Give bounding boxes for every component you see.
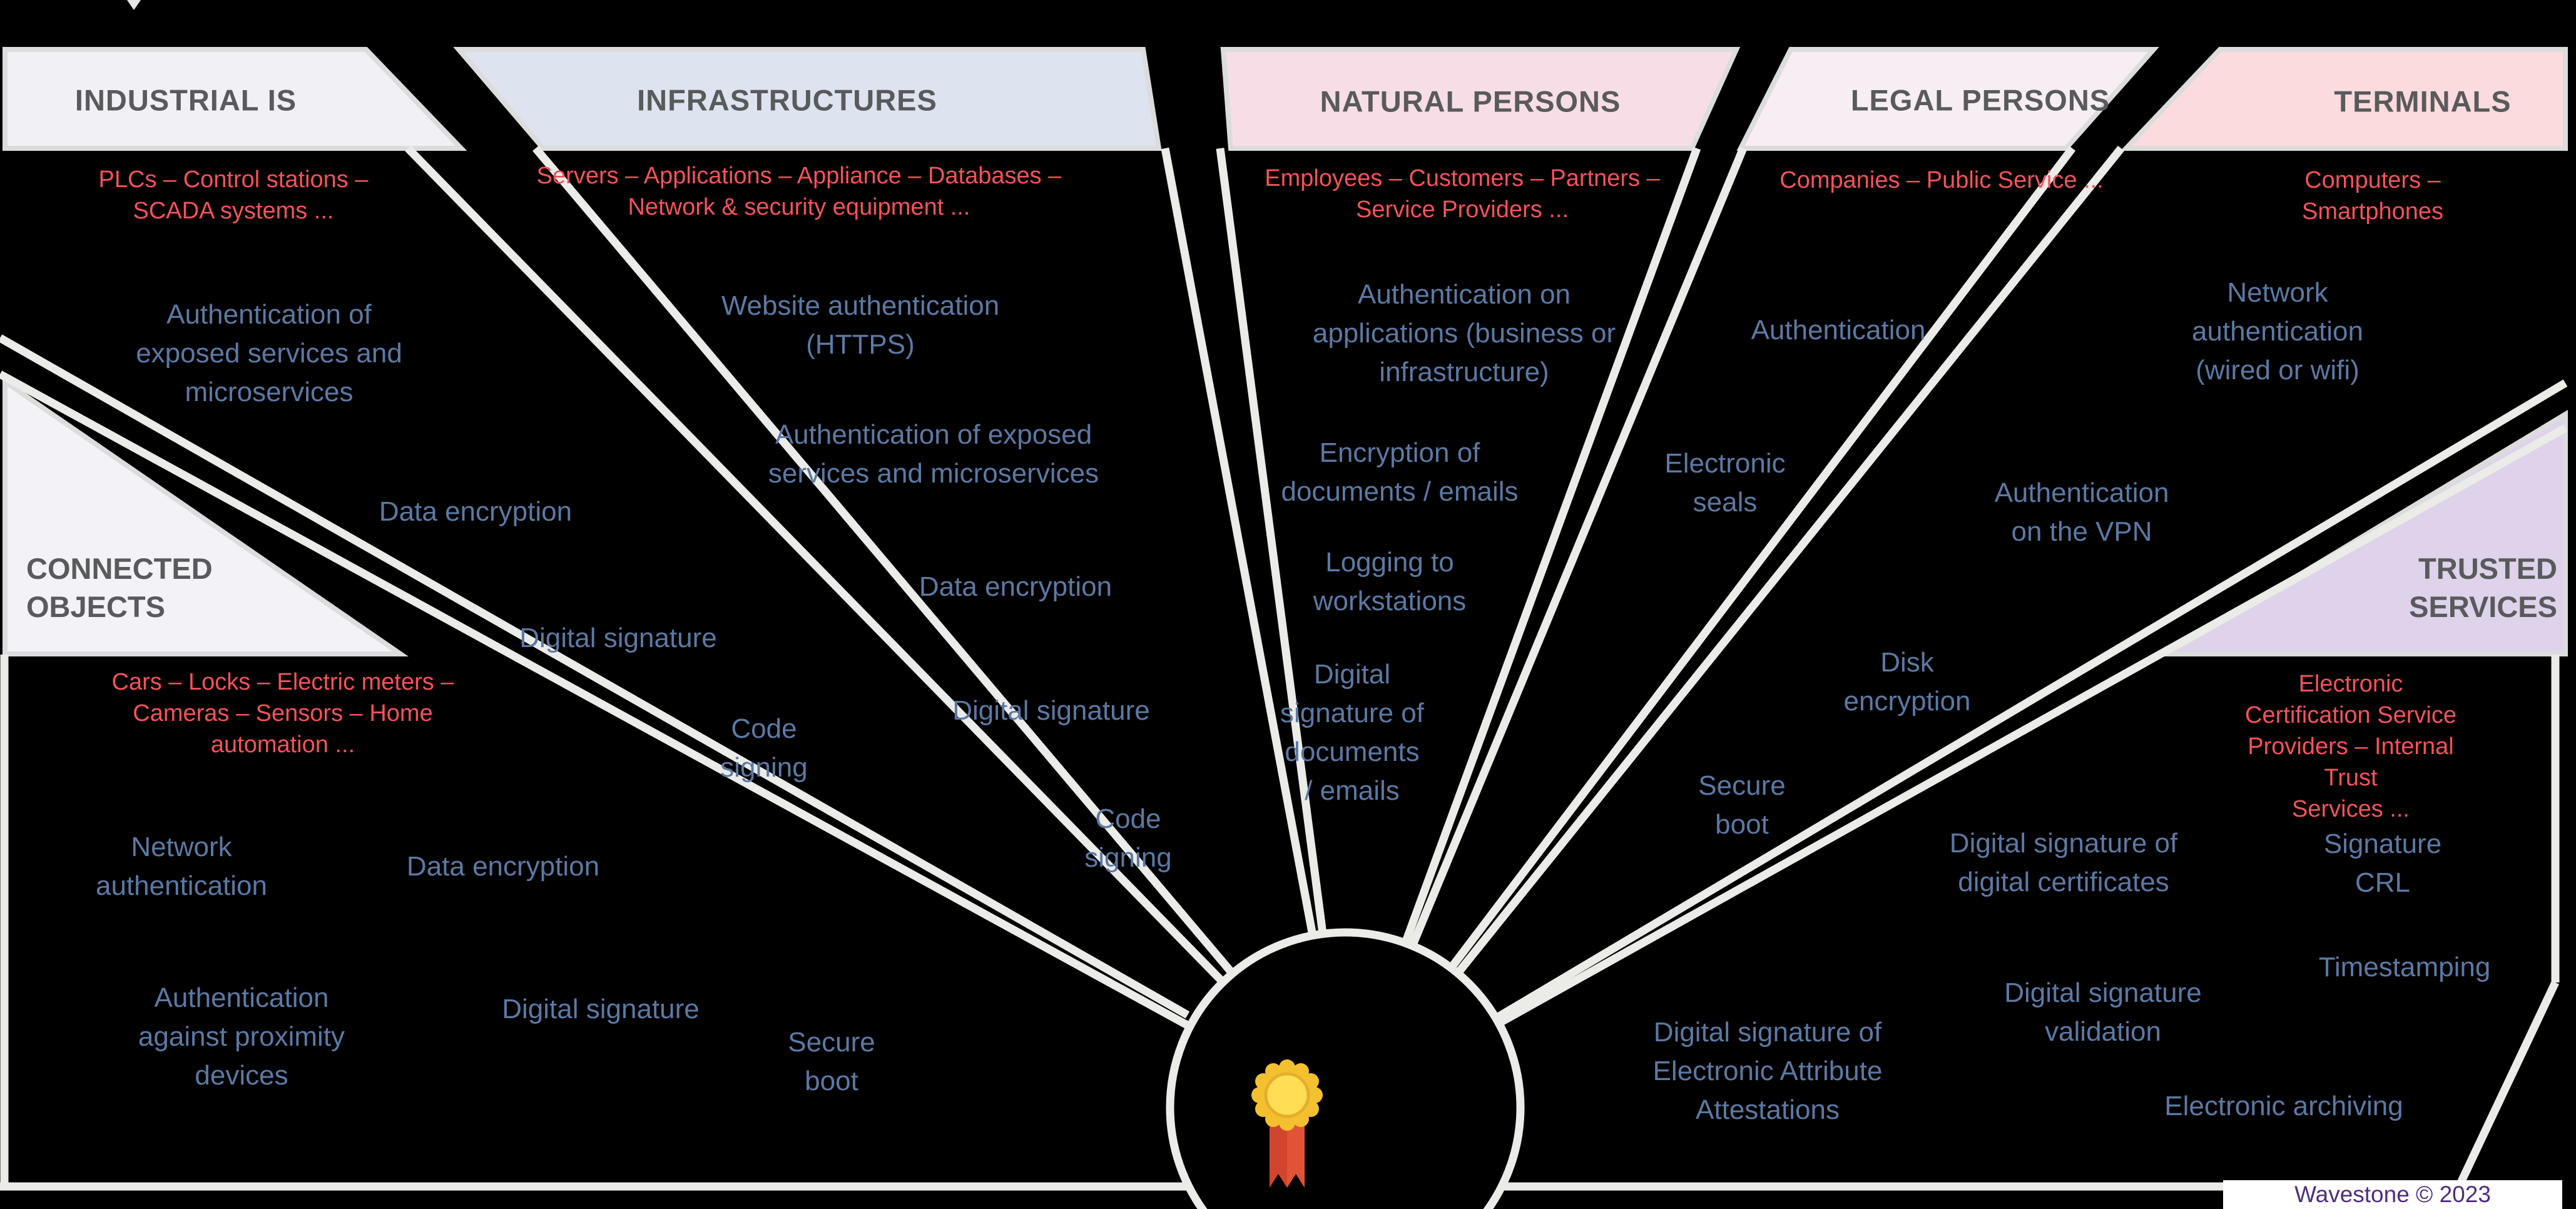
- center-hub-circle: [1166, 928, 1525, 1209]
- credit-text: Wavestone © 2023: [2294, 1181, 2491, 1207]
- band-infrastructures: [453, 47, 1162, 151]
- band-legal-persons: [1736, 47, 2159, 151]
- band-connected-objects: [3, 377, 409, 656]
- section-examples-industrial-is: PLCs – Control stations – SCADA systems …: [98, 166, 369, 224]
- section-examples-infrastructures: Servers – Applications – Appliance – Dat…: [536, 163, 1062, 220]
- use-case-item: Digital signature validation: [2004, 977, 2202, 1047]
- use-case-item: Secure boot: [1698, 770, 1786, 840]
- section-examples-legal-persons: Companies – Public Service ...: [1779, 167, 2104, 193]
- use-case-item: Signature CRL: [2323, 829, 2442, 898]
- use-case-item: Digital signature of documents / emails: [1280, 659, 1424, 806]
- use-case-item: Timestamping: [2318, 952, 2491, 982]
- section-header-connected-objects: CONNECTED OBJECTS: [26, 552, 213, 623]
- top-triangle-decor: [127, 0, 141, 10]
- use-case-item: Logging to workstations: [1313, 547, 1467, 616]
- use-case-item: Authentication against proximity devices: [138, 982, 345, 1091]
- use-case-item: Network authentication: [96, 832, 267, 901]
- use-case-item: Electronic seals: [1664, 448, 1786, 518]
- use-case-item: Digital signature: [502, 994, 700, 1024]
- band-industrial-is: [3, 47, 467, 151]
- section-examples-natural-persons: Employees – Customers – Partners – Servi…: [1265, 165, 1660, 223]
- use-case-item: Authentication of exposed services and m…: [768, 419, 1099, 489]
- section-header-legal-persons: LEGAL PERSONS: [1850, 83, 2110, 117]
- use-case-item: Data encryption: [919, 571, 1112, 602]
- medal-center: [1264, 1072, 1310, 1118]
- use-case-item: Disk encryption: [1843, 647, 1971, 717]
- use-case-item: Data encryption: [406, 851, 600, 882]
- medal-ribbon-right: [1287, 1120, 1305, 1188]
- section-header-infrastructures: INFRASTRUCTURES: [637, 83, 937, 117]
- section-header-natural-persons: NATURAL PERSONS: [1320, 84, 1621, 118]
- section-examples-connected-objects: Cars – Locks – Electric meters – Cameras…: [111, 669, 454, 758]
- use-case-item: Digital signature of digital certificate…: [1949, 828, 2178, 897]
- award-medal-icon: [1251, 1059, 1323, 1188]
- sector-divider-lines: [0, 145, 2568, 1033]
- use-case-item: Network authentication (wired or wifi): [2192, 277, 2363, 385]
- use-case-item: Authentication of exposed services and m…: [136, 299, 402, 407]
- band-terminals: [2120, 47, 2568, 151]
- use-case-item: Encryption of documents / emails: [1281, 437, 1519, 507]
- use-case-item: Code signing: [720, 713, 808, 783]
- use-case-item: Electronic archiving: [2164, 1091, 2403, 1121]
- use-case-item: Authentication on applications (business…: [1312, 279, 1616, 387]
- use-case-item: Code signing: [1084, 803, 1172, 873]
- use-case-item: Data encryption: [379, 496, 573, 527]
- use-case-item: Digital signature: [952, 695, 1150, 726]
- use-case-item: Authentication on the VPN: [1994, 477, 2169, 547]
- section-examples-terminals: Computers – Smartphones: [2301, 167, 2443, 225]
- use-case-item: Digital signature of Electronic Attribut…: [1652, 1017, 1883, 1125]
- use-case-item: Authentication: [1751, 315, 1926, 345]
- use-case-item: Digital signature: [519, 623, 717, 653]
- section-examples-trusted-services: Electronic Certification Service Provide…: [2245, 671, 2456, 822]
- section-header-industrial-is: INDUSTRIAL IS: [74, 83, 297, 117]
- use-case-item: Secure boot: [788, 1027, 875, 1096]
- use-case-item: Website authentication (HTTPS): [721, 290, 1000, 360]
- medal-ribbon-left: [1270, 1120, 1287, 1188]
- section-header-trusted-services: TRUSTED SERVICES: [2409, 552, 2557, 623]
- credit-box: Wavestone © 2023: [2223, 1180, 2562, 1209]
- section-header-terminals: TERMINALS: [2334, 84, 2512, 118]
- band-natural-persons: [1220, 47, 1741, 151]
